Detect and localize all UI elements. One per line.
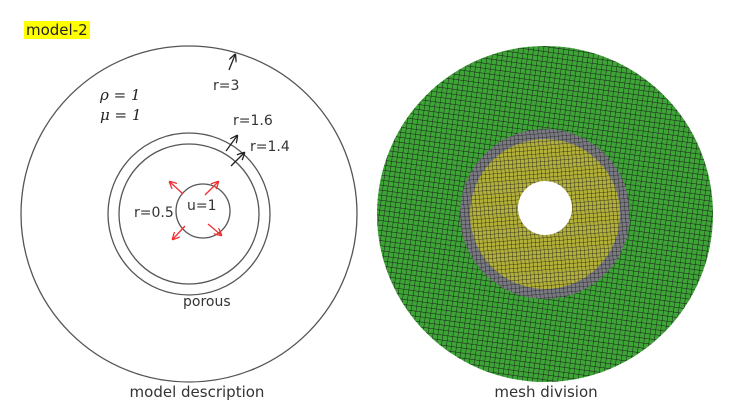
porous-outer-circle [107, 132, 271, 296]
arrow-r3 [228, 55, 235, 71]
mesh-geometry [377, 46, 713, 382]
mesh-hole [518, 181, 572, 235]
arrow-r16 [225, 136, 237, 152]
mesh-caption: mesh division [494, 383, 598, 401]
porous-label: porous [183, 294, 231, 310]
porous-inner-circle [118, 143, 260, 285]
model-geometry [20, 45, 358, 383]
viscosity-label: μ = 1 [100, 106, 142, 124]
inlet-circle [175, 183, 231, 239]
r16-label: r=1.6 [233, 113, 273, 129]
inlet-velocity-label: u=1 [187, 198, 217, 214]
model-tag: model-2 [24, 21, 90, 39]
r14-label: r=1.4 [250, 139, 290, 155]
r05-label: r=0.5 [134, 205, 174, 221]
inflow-arrows [170, 182, 221, 239]
model-caption: model description [129, 383, 265, 401]
outer-boundary-circle [20, 45, 358, 383]
density-label: ρ = 1 [100, 86, 141, 104]
arrow-r14 [230, 153, 244, 167]
r3-label: r=3 [213, 78, 240, 94]
